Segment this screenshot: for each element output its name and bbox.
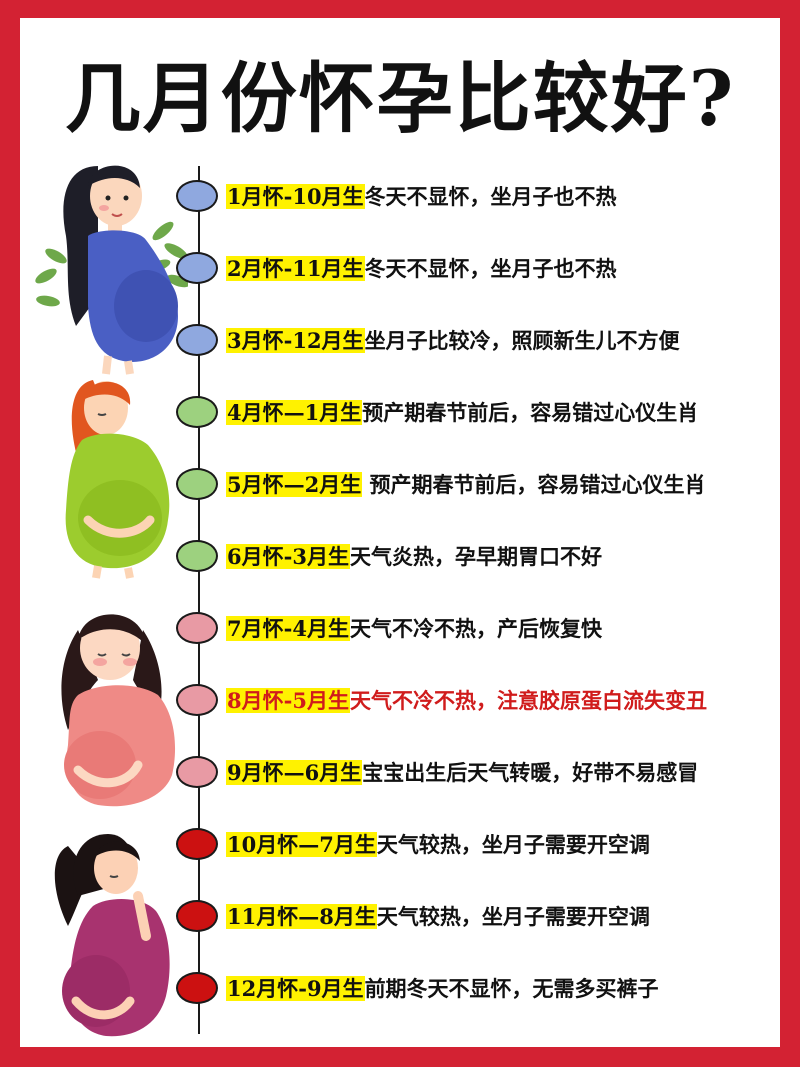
month-range-highlight: 9月怀—6月生 xyxy=(226,760,363,785)
timeline-item: 3月怀-12月生坐月子比较冷，照顾新生儿不方便 xyxy=(176,324,776,358)
timeline-dot xyxy=(176,540,218,572)
timeline-item: 1月怀-10月生冬天不显怀，坐月子也不热 xyxy=(176,180,776,214)
timeline-dot xyxy=(176,900,218,932)
timeline-item: 11月怀—8月生天气较热，坐月子需要开空调 xyxy=(176,900,776,934)
timeline-dot xyxy=(176,468,218,500)
timeline-item: 12月怀-9月生前期冬天不显怀，无需多买裤子 xyxy=(176,972,776,1006)
timeline-dot xyxy=(176,972,218,1004)
timeline-item: 2月怀-11月生冬天不显怀，坐月子也不热 xyxy=(176,252,776,286)
month-range-highlight: 4月怀—1月生 xyxy=(226,400,363,425)
month-range-highlight: 1月怀-10月生 xyxy=(226,184,365,209)
pregnant-woman-pink-dress-illustration xyxy=(61,614,176,807)
timeline-label: 6月怀-3月生天气炎热，孕早期胃口不好 xyxy=(226,542,602,572)
pregnant-woman-blue-dress-illustration xyxy=(35,165,188,375)
page-title: 几月份怀孕比较好? xyxy=(64,54,736,143)
month-range-highlight: 12月怀-9月生 xyxy=(226,976,365,1001)
timeline-label: 8月怀-5月生天气不冷不热，注意胶原蛋白流失变丑 xyxy=(226,686,707,716)
month-range-highlight: 3月怀-12月生 xyxy=(226,328,365,353)
month-range-highlight: 6月怀-3月生 xyxy=(226,544,350,569)
timeline-label: 9月怀—6月生宝宝出生后天气转暖，好带不易感冒 xyxy=(226,758,698,788)
month-range-highlight: 5月怀—2月生 xyxy=(226,472,363,497)
timeline-note: 冬天不显怀，坐月子也不热 xyxy=(364,256,617,281)
timeline-label: 1月怀-10月生冬天不显怀，坐月子也不热 xyxy=(226,182,617,212)
month-range-highlight: 7月怀-4月生 xyxy=(226,616,350,641)
timeline-label: 3月怀-12月生坐月子比较冷，照顾新生儿不方便 xyxy=(226,326,680,356)
timeline-label: 10月怀—7月生天气较热，坐月子需要开空调 xyxy=(226,830,650,860)
timeline-dot xyxy=(176,828,218,860)
month-range-highlight: 11月怀—8月生 xyxy=(226,904,377,929)
timeline-item: 8月怀-5月生天气不冷不热，注意胶原蛋白流失变丑 xyxy=(176,684,776,718)
month-range-highlight: 8月怀-5月生 xyxy=(226,688,350,713)
timeline-dot xyxy=(176,756,218,788)
timeline-item: 5月怀—2月生 预产期春节前后，容易错过心仪生肖 xyxy=(176,468,776,502)
timeline-item: 10月怀—7月生天气较热，坐月子需要开空调 xyxy=(176,828,776,862)
timeline-item: 4月怀—1月生预产期春节前后，容易错过心仪生肖 xyxy=(176,396,776,430)
timeline-label: 7月怀-4月生天气不冷不热，产后恢复快 xyxy=(226,614,602,644)
timeline-dot xyxy=(176,252,218,284)
timeline-item: 7月怀-4月生天气不冷不热，产后恢复快 xyxy=(176,612,776,646)
timeline-dot xyxy=(176,612,218,644)
timeline-dot xyxy=(176,180,218,212)
poster-frame: 几月份怀孕比较好? xyxy=(20,18,780,1047)
timeline-label: 12月怀-9月生前期冬天不显怀，无需多买裤子 xyxy=(226,974,659,1004)
timeline-dot xyxy=(176,684,218,716)
timeline-note: 宝宝出生后天气转暖，好带不易感冒 xyxy=(362,760,699,785)
timeline-item: 9月怀—6月生宝宝出生后天气转暖，好带不易感冒 xyxy=(176,756,776,790)
timeline-note: 天气较热，坐月子需要开空调 xyxy=(376,832,650,857)
timeline-note: 预产期春节前后，容易错过心仪生肖 xyxy=(362,400,699,425)
timeline-item: 6月怀-3月生天气炎热，孕早期胃口不好 xyxy=(176,540,776,574)
timeline-label: 4月怀—1月生预产期春节前后，容易错过心仪生肖 xyxy=(226,398,698,428)
month-range-highlight: 2月怀-11月生 xyxy=(226,256,365,281)
pregnant-woman-green-dress-illustration xyxy=(65,380,170,579)
month-range-highlight: 10月怀—7月生 xyxy=(226,832,377,857)
timeline-note: 天气较热，坐月子需要开空调 xyxy=(376,904,650,929)
timeline-note: 天气炎热，孕早期胃口不好 xyxy=(349,544,602,569)
timeline-note: 冬天不显怀，坐月子也不热 xyxy=(364,184,617,209)
timeline-note: 前期冬天不显怀，无需多买裤子 xyxy=(364,976,659,1001)
timeline-label: 11月怀—8月生天气较热，坐月子需要开空调 xyxy=(226,902,650,932)
timeline-dot xyxy=(176,324,218,356)
timeline-note: 预产期春节前后，容易错过心仪生肖 xyxy=(362,472,706,497)
timeline-label: 2月怀-11月生冬天不显怀，坐月子也不热 xyxy=(226,254,617,284)
timeline-note: 天气不冷不热，产后恢复快 xyxy=(349,616,602,641)
timeline-line xyxy=(198,166,200,1034)
timeline-dot xyxy=(176,396,218,428)
pregnant-woman-purple-dress-illustration xyxy=(54,834,170,1037)
timeline-note: 天气不冷不热，注意胶原蛋白流失变丑 xyxy=(349,688,707,713)
timeline-note: 坐月子比较冷，照顾新生儿不方便 xyxy=(364,328,680,353)
timeline-label: 5月怀—2月生 预产期春节前后，容易错过心仪生肖 xyxy=(226,470,706,500)
